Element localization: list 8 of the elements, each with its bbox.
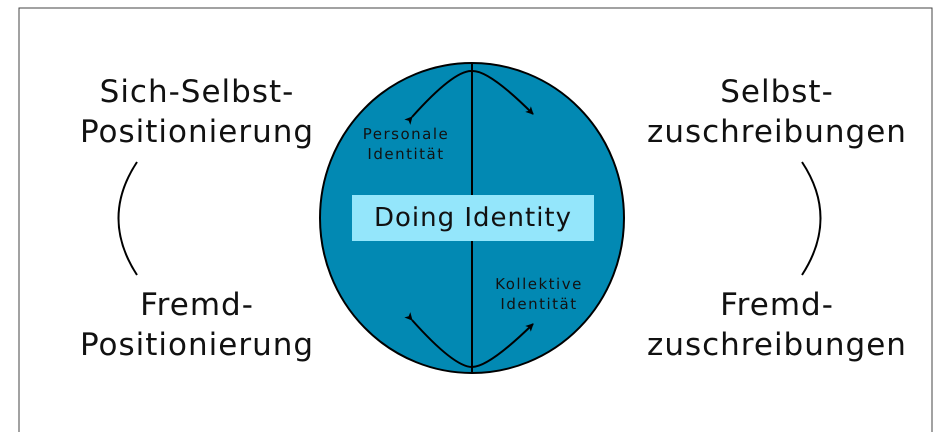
text-label: Fremd- zuschreibungen (646, 286, 908, 365)
title-box: Doing Identity (352, 195, 594, 241)
circle (319, 62, 625, 374)
circle-label: Personale Identität (362, 124, 450, 164)
text-label: Fremd- Positionierung (78, 286, 316, 365)
text-label: Selbst- zuschreibungen (646, 73, 908, 152)
text-label: Sich-Selbst- Positionierung (78, 73, 316, 152)
circle-label: Kollektive Identität (494, 274, 584, 314)
